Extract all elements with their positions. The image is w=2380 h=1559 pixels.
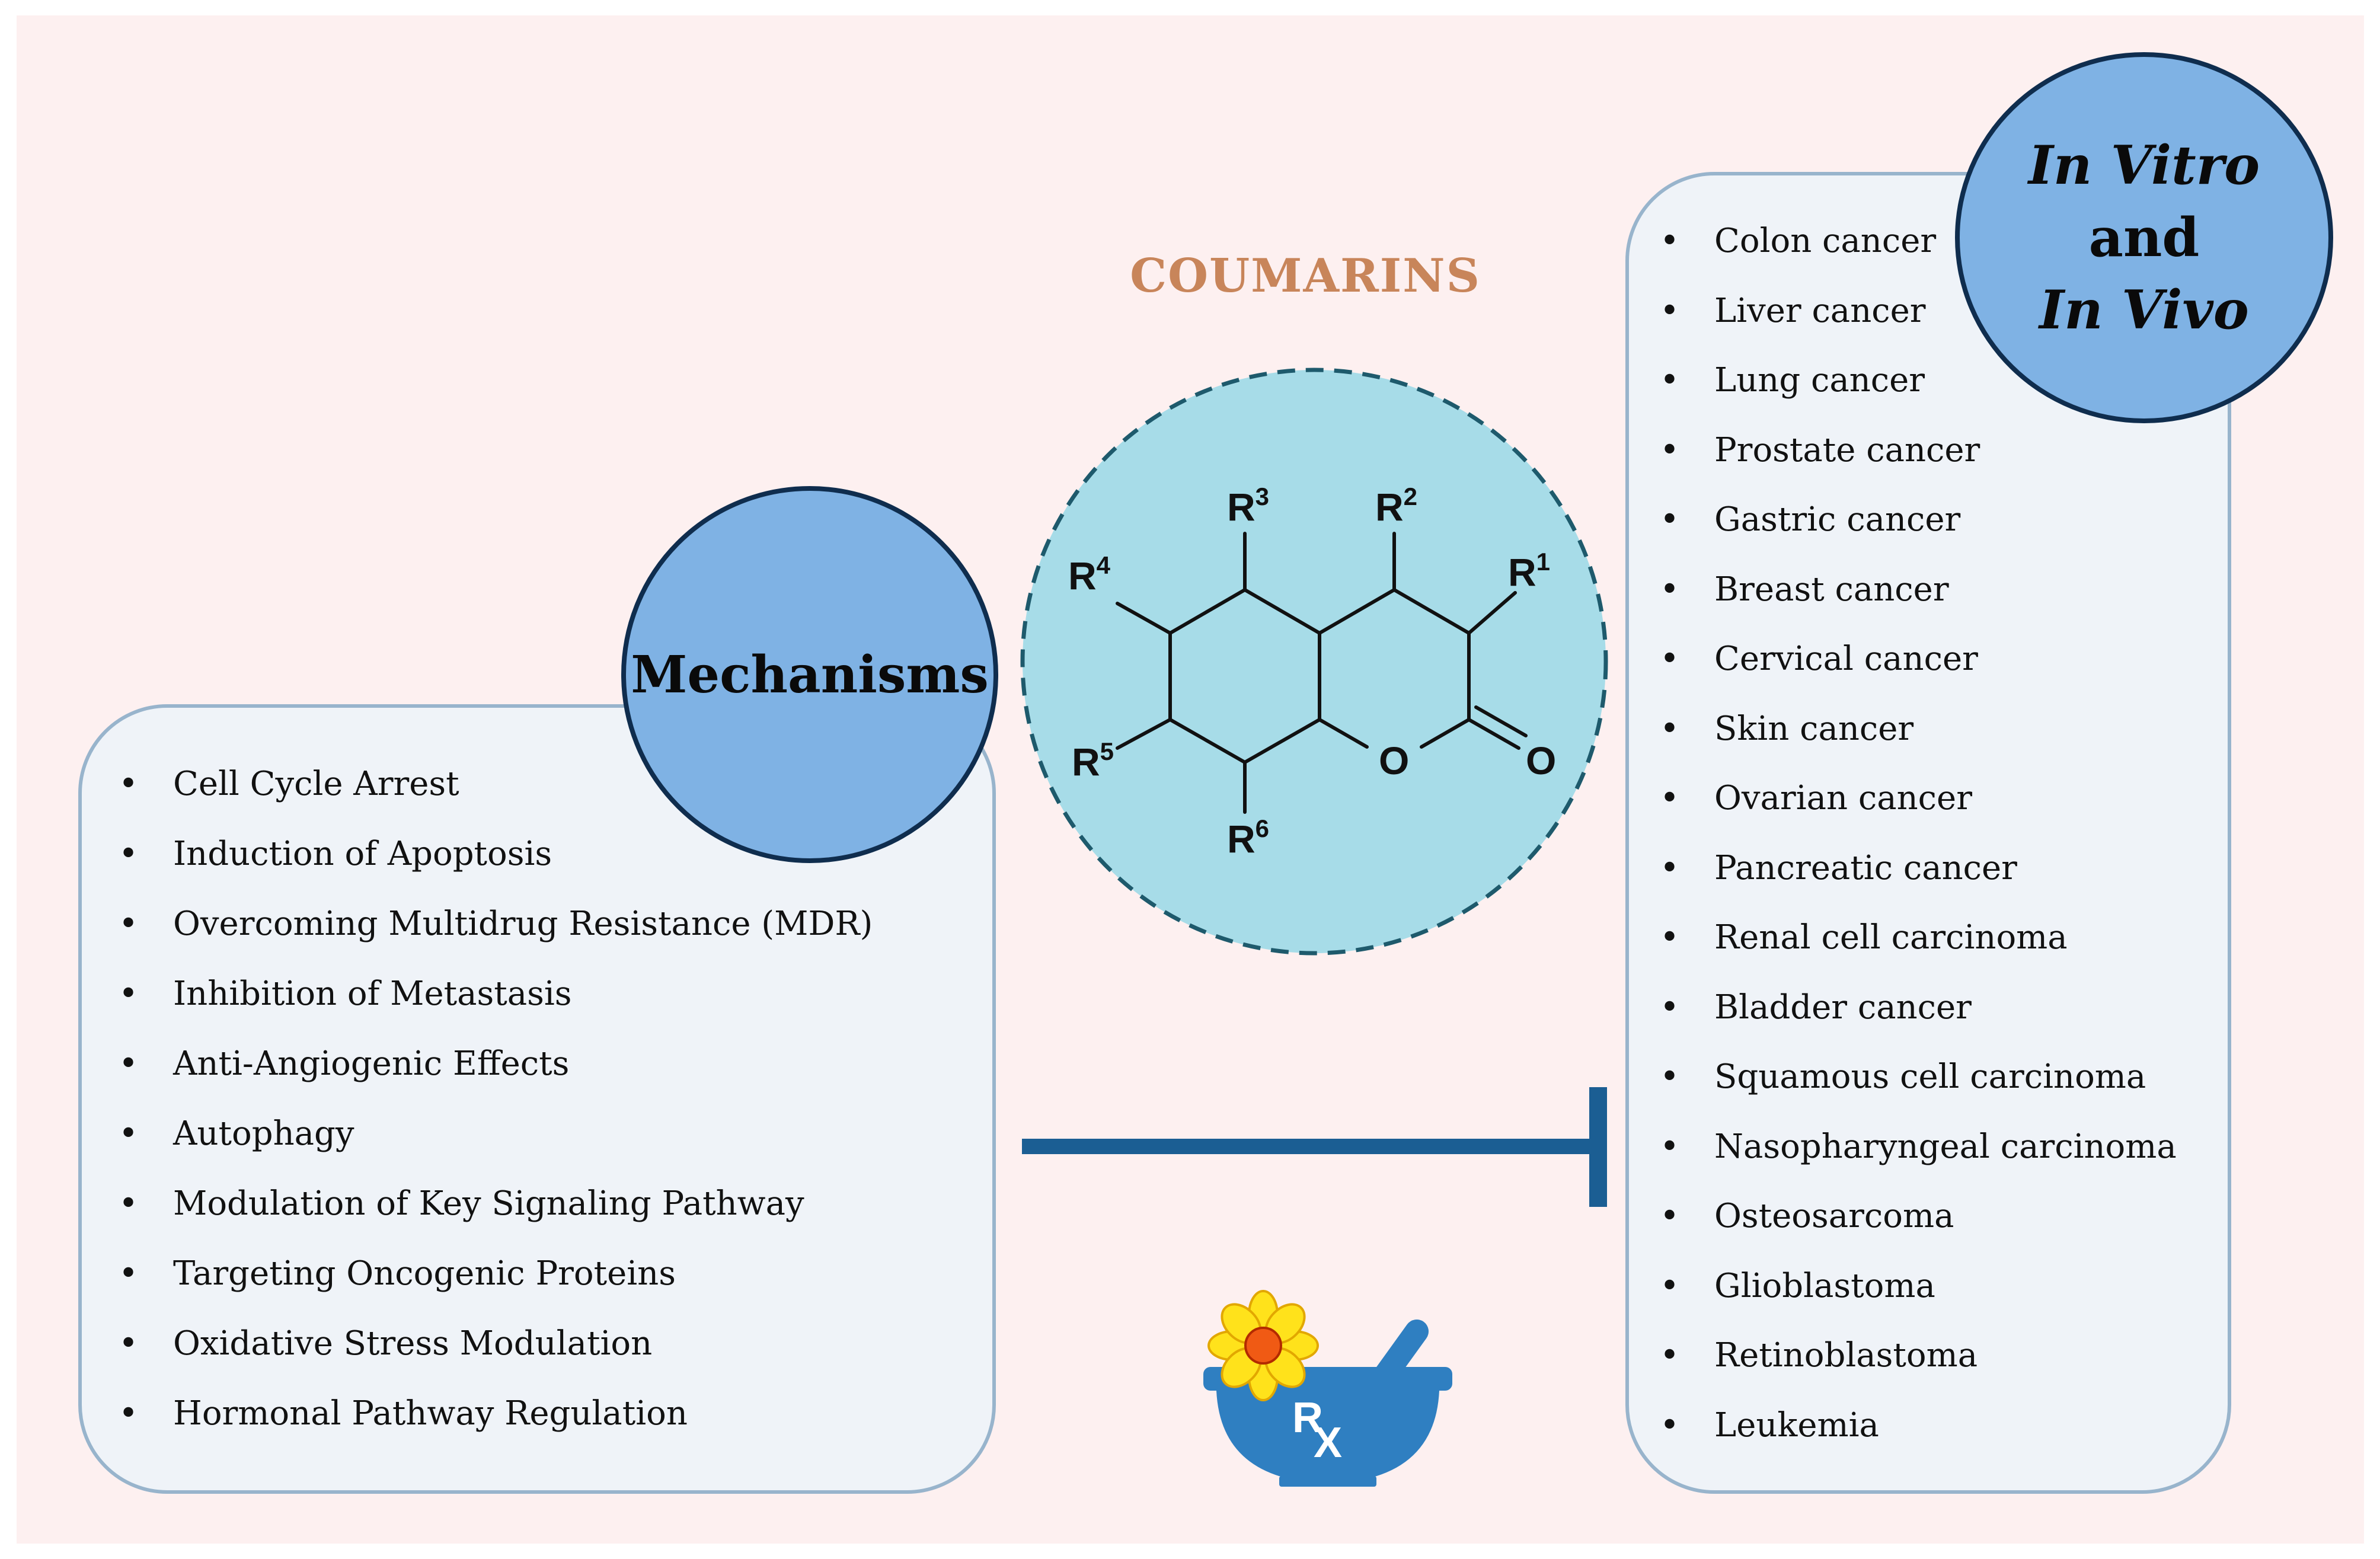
r6-label: R6 [1227,814,1269,861]
mechanism-item: Oxidative Stress Modulation [119,1321,873,1391]
mechanism-item: Overcoming Multidrug Resistance (MDR) [119,901,873,971]
structure-circle [1020,368,1608,956]
cancer-item: Retinoblastoma [1660,1333,2177,1403]
cancer-item: Bladder cancer [1660,985,2177,1055]
rx-letter-x: X [1314,1419,1342,1467]
mechanism-item: Induction of Apoptosis [119,831,873,901]
mechanisms-list: Cell Cycle Arrest Induction of Apoptosis… [119,761,873,1461]
mechanism-item: Targeting Oncogenic Proteins [119,1251,873,1321]
cancer-item: Squamous cell carcinoma [1660,1054,2177,1124]
cancer-types-list: Colon cancer Liver cancer Lung cancer Pr… [1660,218,2177,1472]
r4-label: R4 [1068,551,1111,598]
in-vitro-heading-circle: In Vitro and In Vivo [1955,52,2333,423]
mechanism-item: Anti-Angiogenic Effects [119,1041,873,1111]
mechanisms-heading-circle: Mechanisms [621,486,998,863]
cancer-item: Nasopharyngeal carcinoma [1660,1124,2177,1194]
mechanism-item: Hormonal Pathway Regulation [119,1391,873,1461]
cancer-item: Colon cancer [1660,218,2177,288]
mechanism-item: Cell Cycle Arrest [119,761,873,831]
ring-oxygen-label: O [1379,739,1409,782]
in-vitro-heading-line3: In Vivo [2039,279,2249,341]
flower-icon [1207,1290,1319,1401]
r3-label: R3 [1227,483,1269,529]
coumarin-structure [1116,532,1528,814]
mechanisms-heading: Mechanisms [631,644,989,705]
in-vitro-heading-line2: and [2088,206,2200,269]
in-vitro-heading-line1: In Vitro [2028,134,2260,197]
r2-label: R2 [1375,483,1417,529]
cancer-item: Liver cancer [1660,288,2177,358]
cancer-item: Glioblastoma [1660,1263,2177,1333]
cancer-item: Leukemia [1660,1403,2177,1472]
r1-label: R1 [1508,548,1550,594]
cancer-item: Cervical cancer [1660,636,2177,706]
rx-letter-r: R [1292,1394,1323,1442]
mechanism-item: Inhibition of Metastasis [119,971,873,1041]
cancer-item: Renal cell carcinoma [1660,915,2177,985]
cancer-item: Breast cancer [1660,567,2177,637]
cancer-item: Ovarian cancer [1660,775,2177,845]
structure-labels: R1 R2 R3 R4 R5 R6 O O [1068,483,1556,861]
cancer-item: Pancreatic cancer [1660,845,2177,915]
mechanism-item: Modulation of Key Signaling Pathway [119,1181,873,1251]
cancer-item: Skin cancer [1660,706,2177,776]
cancer-item: Osteosarcoma [1660,1193,2177,1263]
carbonyl-oxygen-label: O [1526,739,1556,782]
cancer-item: Gastric cancer [1660,497,2177,567]
mortar-pestle-rx-icon: R X [1203,1290,1452,1487]
coumarins-title: COUMARINS [1130,249,1481,303]
mechanism-item: Autophagy [119,1111,873,1181]
cancer-item: Lung cancer [1660,357,2177,427]
cancer-item: Prostate cancer [1660,427,2177,497]
inhibition-arrow-icon [1022,1087,1607,1207]
r5-label: R5 [1072,737,1114,784]
